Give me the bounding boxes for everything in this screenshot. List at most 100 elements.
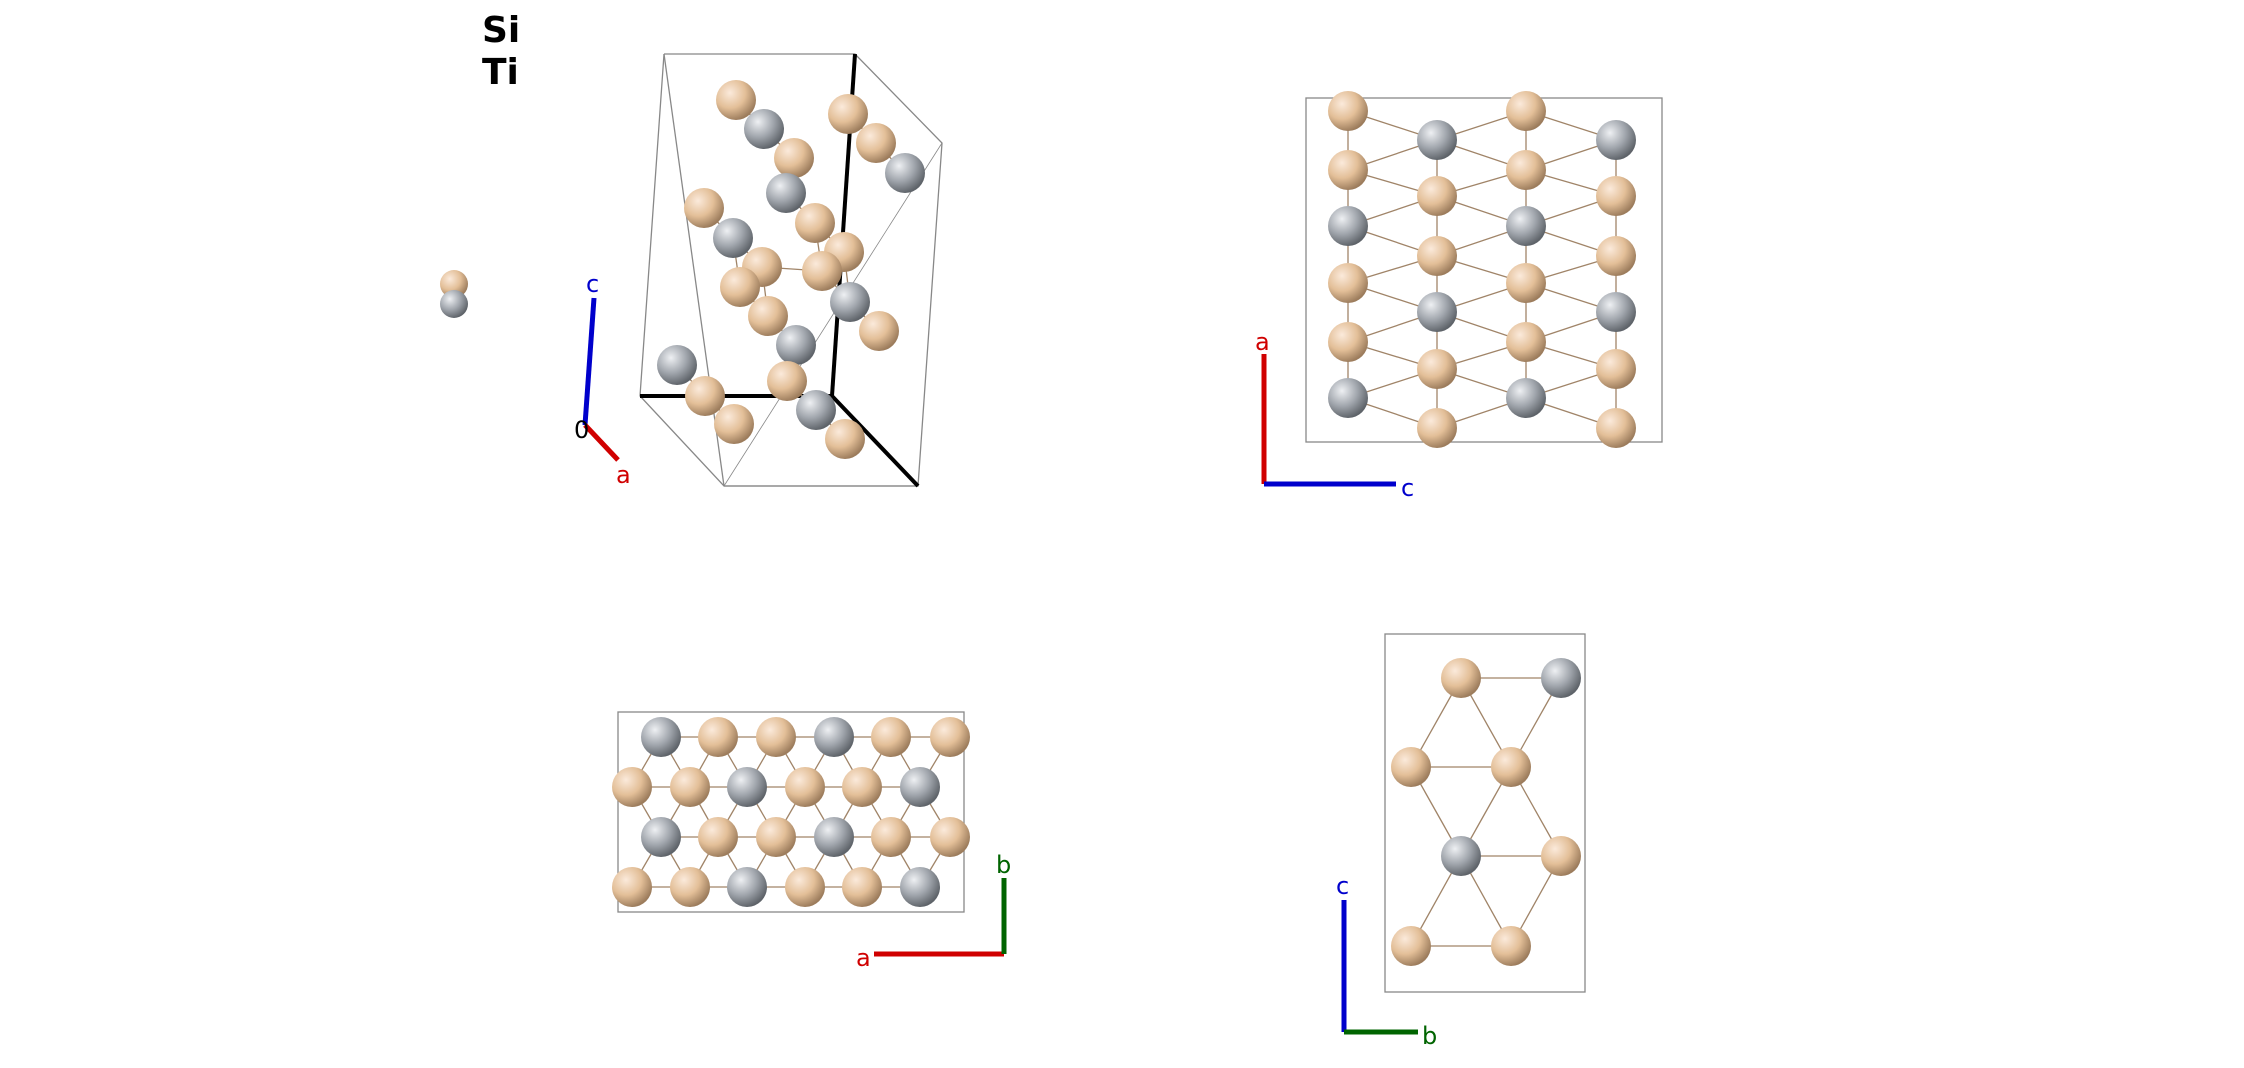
perspective-si-atom (828, 94, 868, 134)
top-right-bonds (1347, 110, 1617, 429)
top-right-si-atom (1417, 349, 1457, 389)
bottom-left-si-atom (930, 717, 970, 757)
bottom-left-si-atom (698, 817, 738, 857)
perspective-ti-atom (657, 345, 697, 385)
perspective-origin-label: 0 (574, 416, 589, 444)
perspective-si-atom (795, 203, 835, 243)
top-right-ti-atom (1506, 378, 1546, 418)
perspective-si-atom (714, 404, 754, 444)
top-right-a-axis-label: a (1255, 328, 1270, 356)
bottom-left-si-atom (871, 817, 911, 857)
bottom-left-si-atom (756, 817, 796, 857)
bottom-left-ti-atom (727, 767, 767, 807)
bottom-right-si-atom (1491, 926, 1531, 966)
bottom-left-si-atom (612, 867, 652, 907)
top-right-si-atom (1506, 322, 1546, 362)
perspective-si-atom (856, 123, 896, 163)
perspective-si-atom (685, 376, 725, 416)
bottom-left-si-atom (842, 867, 882, 907)
perspective-si-atom (774, 138, 814, 178)
top-right-si-atom (1506, 91, 1546, 131)
bottom-left-si-atom (785, 867, 825, 907)
perspective-si-atom (859, 311, 899, 351)
top-right-si-atom (1596, 176, 1636, 216)
top-right-c-axis-label: c (1401, 474, 1414, 502)
bottom-left-si-atom (698, 717, 738, 757)
bottom-right-si-atom (1441, 658, 1481, 698)
bottom-left-si-atom (670, 867, 710, 907)
top-right-ti-atom (1417, 120, 1457, 160)
top-right-ti-atom (1506, 206, 1546, 246)
bottom-left-ti-atom (900, 867, 940, 907)
perspective-ti-atom (776, 325, 816, 365)
legend-swatch-ti (440, 290, 468, 318)
bottom-left-si-atom (670, 767, 710, 807)
perspective-si-atom (716, 80, 756, 120)
bottom-left-si-atom (612, 767, 652, 807)
bottom-right-si-atom (1391, 747, 1431, 787)
bottom-left-axis-triad: a b (856, 851, 1011, 972)
bottom-left-a-axis-label: a (856, 944, 871, 972)
perspective-si-atom (767, 361, 807, 401)
top-right-ti-atom (1417, 292, 1457, 332)
element-legend: Si Ti (440, 10, 520, 318)
top-right-si-atom (1417, 236, 1457, 276)
bottom-left-unit-cell (617, 711, 965, 913)
legend-swatch-si (440, 270, 468, 298)
bottom-right-ti-atom (1441, 836, 1481, 876)
bottom-right-si-atom (1491, 747, 1531, 787)
bottom-left-ti-atom (727, 867, 767, 907)
bottom-right-ti-atom (1541, 658, 1581, 698)
top-right-si-atom (1596, 236, 1636, 276)
top-right-atoms (1328, 91, 1636, 448)
top-right-si-atom (1596, 408, 1636, 448)
top-right-ti-atom (1596, 292, 1636, 332)
top-right-si-atom (1328, 91, 1368, 131)
legend-label-si: Si (482, 10, 520, 51)
bottom-right-view: c b (1336, 633, 1586, 1050)
perspective-unit-cell (639, 53, 943, 487)
top-right-view: a c (1255, 91, 1663, 502)
perspective-ti-atom (885, 153, 925, 193)
bottom-left-si-atom (871, 717, 911, 757)
top-right-si-atom (1506, 150, 1546, 190)
bottom-left-ti-atom (814, 817, 854, 857)
perspective-axis-triad: c a 0 (574, 270, 631, 489)
perspective-si-atom (720, 267, 760, 307)
bottom-left-bonds (631, 736, 951, 888)
bottom-left-si-atom (930, 817, 970, 857)
perspective-si-atom (802, 251, 842, 291)
bottom-left-view: a b (612, 711, 1011, 972)
perspective-ti-atom (713, 218, 753, 258)
top-right-si-atom (1417, 176, 1457, 216)
top-right-ti-atom (1596, 120, 1636, 160)
bottom-left-si-atom (842, 767, 882, 807)
top-right-si-atom (1506, 263, 1546, 303)
bottom-left-atoms (612, 717, 970, 907)
top-right-unit-cell (1305, 97, 1663, 443)
perspective-ti-atom (830, 282, 870, 322)
bottom-left-ti-atom (814, 717, 854, 757)
bottom-left-ti-atom (641, 717, 681, 757)
perspective-c-axis-line (582, 297, 597, 426)
bottom-left-b-axis-label: b (996, 851, 1011, 879)
top-right-ti-atom (1328, 378, 1368, 418)
bottom-right-si-atom (1391, 926, 1431, 966)
bottom-left-si-atom (785, 767, 825, 807)
perspective-c-axis-label: c (586, 270, 599, 298)
bottom-left-si-atom (756, 717, 796, 757)
top-right-axis-triad: a c (1255, 328, 1414, 502)
bottom-right-si-atom (1541, 836, 1581, 876)
top-right-si-atom (1328, 150, 1368, 190)
bottom-right-b-axis-label: b (1422, 1022, 1437, 1050)
perspective-ti-atom (766, 173, 806, 213)
top-right-si-atom (1596, 349, 1636, 389)
bottom-left-ti-atom (641, 817, 681, 857)
top-right-si-atom (1328, 322, 1368, 362)
bottom-right-atoms (1391, 658, 1581, 966)
bottom-right-axis-triad: c b (1336, 872, 1437, 1050)
bottom-right-bonds (1410, 677, 1562, 947)
bottom-right-c-axis-label: c (1336, 872, 1349, 900)
perspective-atoms (657, 80, 925, 459)
